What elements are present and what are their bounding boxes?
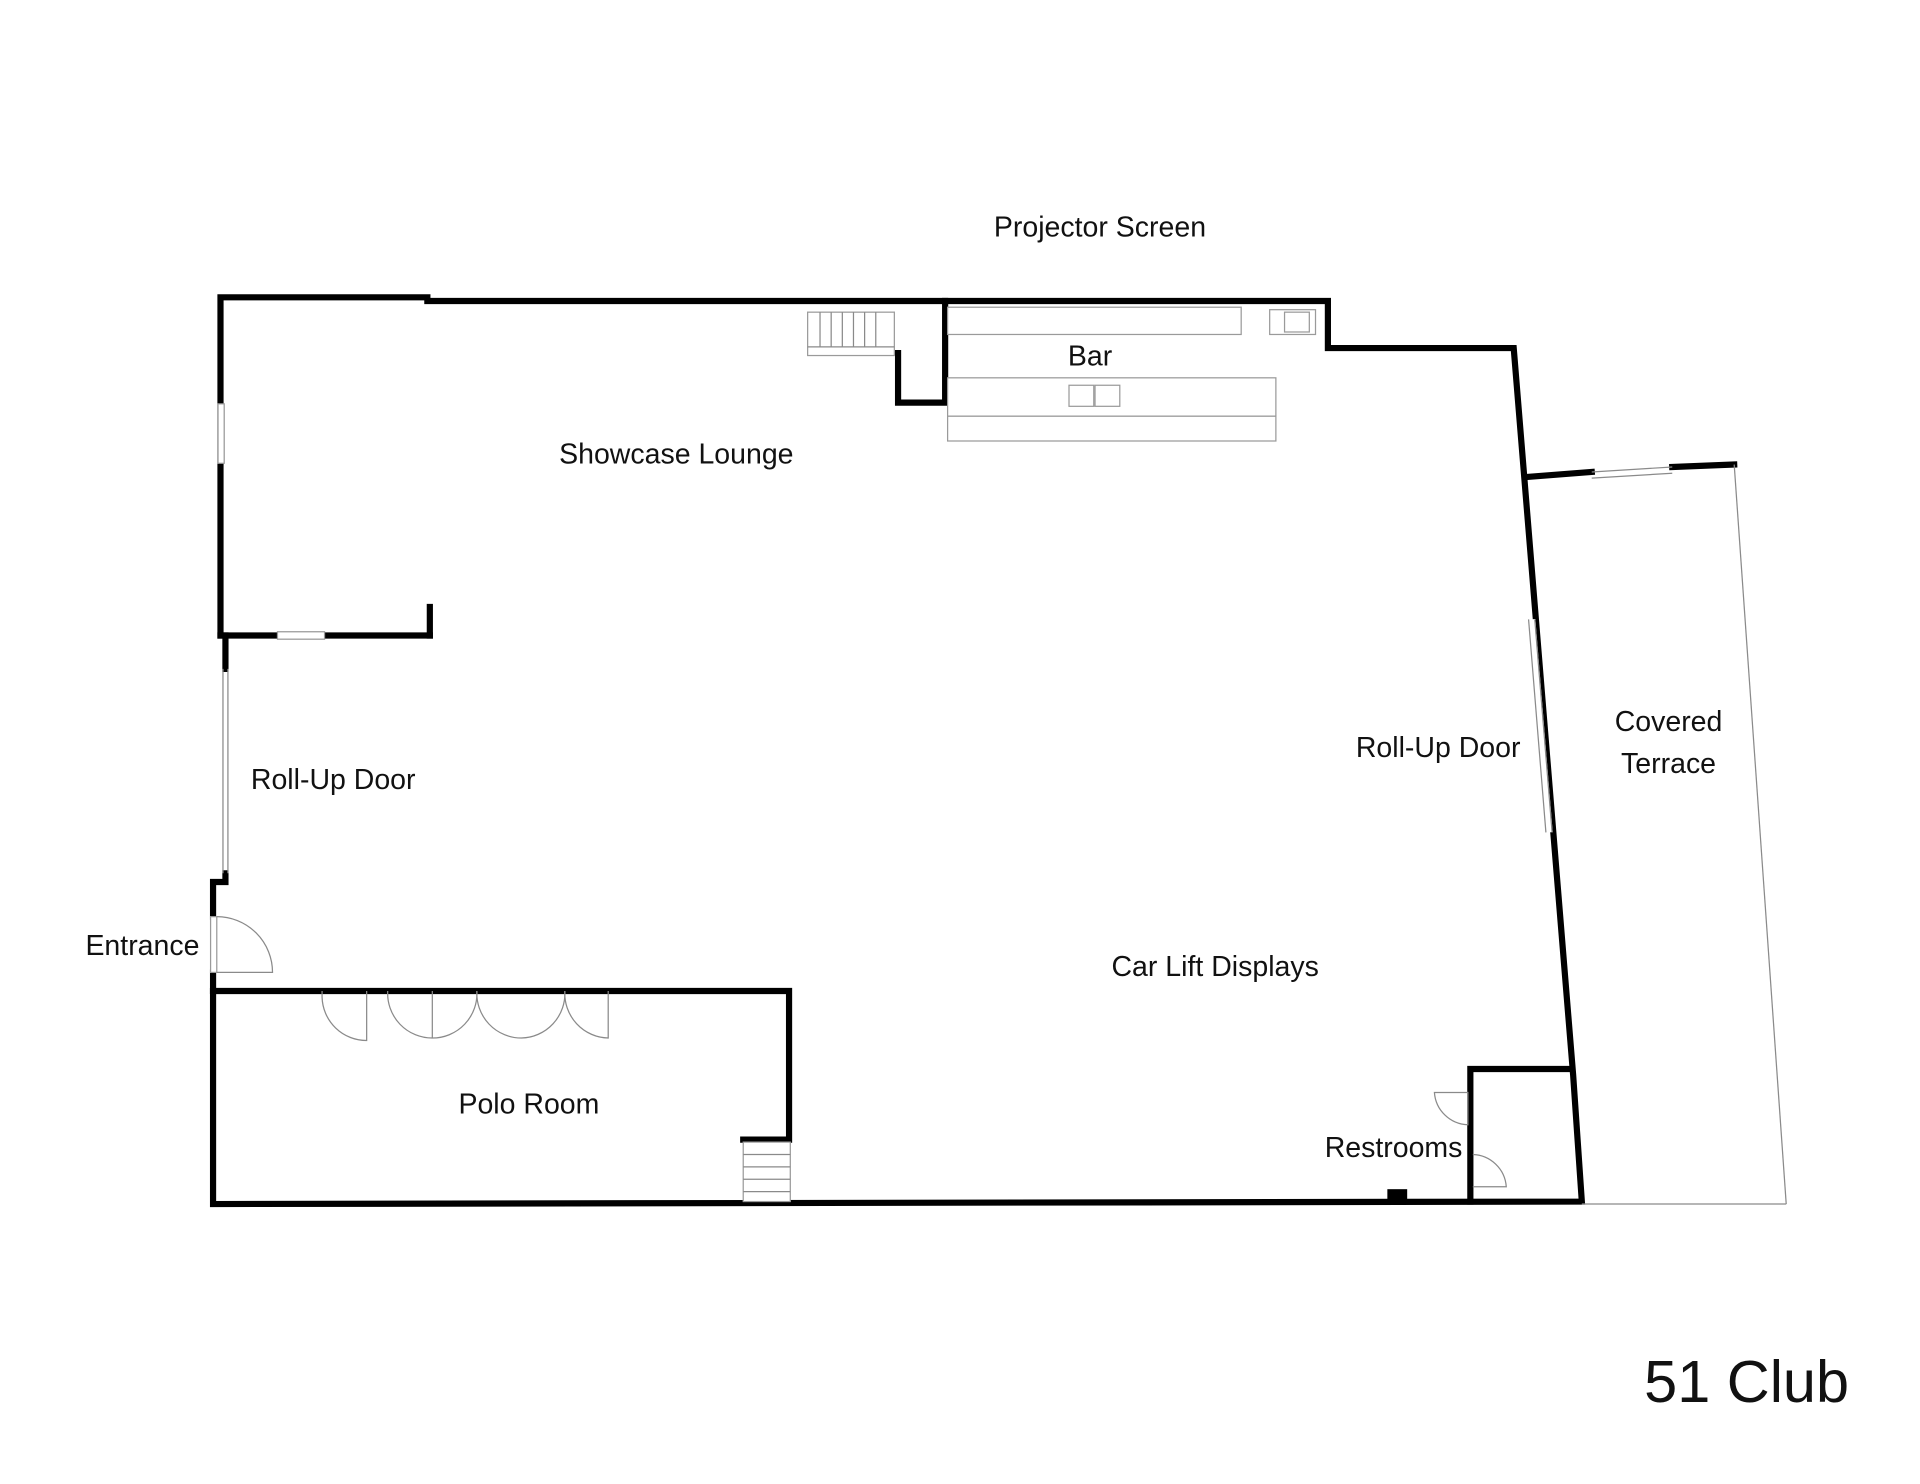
exterior-walls [209, 294, 1586, 1208]
roll-up-door-left [222, 668, 229, 874]
restroom-doors[interactable] [1433, 1091, 1507, 1188]
covered-terrace [1524, 461, 1787, 1205]
label-roll-up-door-left: Roll-Up Door [251, 764, 416, 796]
label-restrooms: Restrooms [1325, 1132, 1463, 1164]
label-polo-room: Polo Room [458, 1089, 599, 1121]
roll-up-door-right [1526, 619, 1553, 833]
restroom-walls [1387, 1065, 1574, 1205]
label-showcase-lounge: Showcase Lounge [559, 438, 793, 470]
label-covered-terrace-2: Terrace [1621, 748, 1716, 780]
entrance-door[interactable] [209, 916, 274, 974]
label-bar: Bar [1068, 340, 1113, 372]
bar-counters [946, 306, 1317, 442]
label-car-lift-displays: Car Lift Displays [1111, 951, 1318, 983]
windows [217, 403, 1673, 640]
label-projector-screen: Projector Screen [994, 212, 1206, 244]
plan-title: 51 Club [1644, 1348, 1849, 1415]
polo-room-doors[interactable] [321, 990, 609, 1042]
stairs-polo [742, 1141, 791, 1203]
label-covered-terrace-1: Covered [1615, 706, 1723, 738]
label-roll-up-door-right: Roll-Up Door [1356, 732, 1521, 764]
label-entrance: Entrance [85, 930, 199, 962]
stairs-bar [807, 311, 895, 357]
bar-walls [894, 297, 949, 406]
sink-icon [1283, 311, 1310, 333]
sink-icon [1068, 384, 1095, 407]
